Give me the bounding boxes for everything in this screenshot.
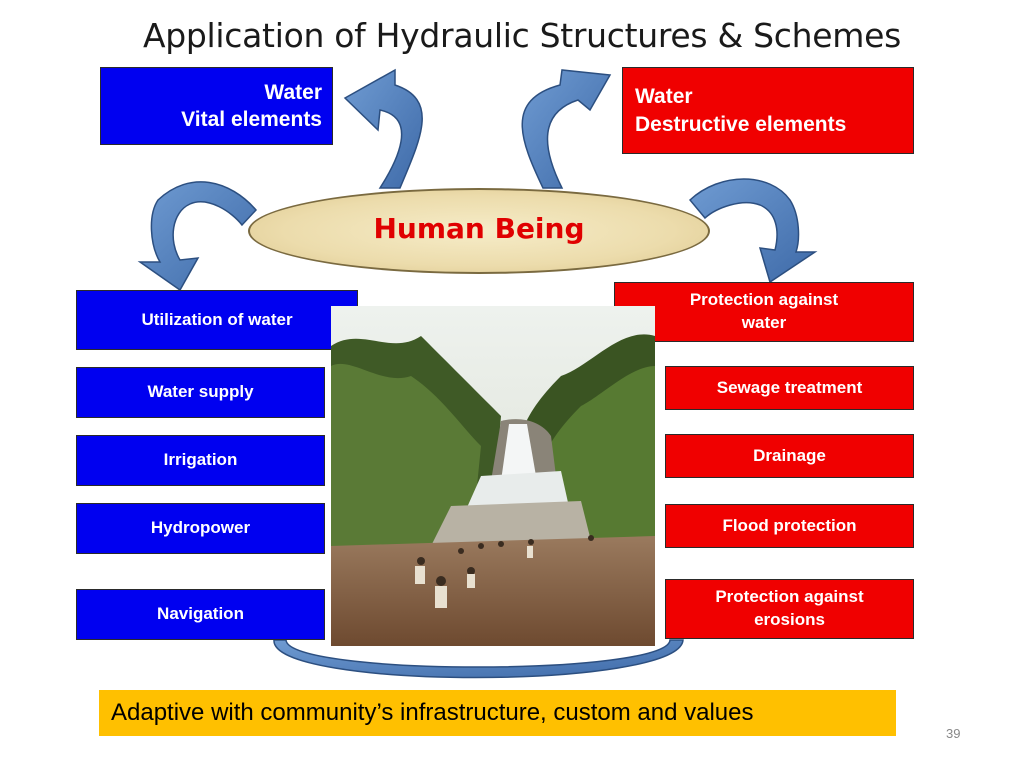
page-number: 39 xyxy=(946,726,961,741)
arrow-to-vital xyxy=(343,68,423,189)
vital-elements-box: Water Vital elements xyxy=(100,67,333,145)
arrow-to-protection xyxy=(688,178,818,284)
utilization-header-box: Utilization of water xyxy=(76,290,358,350)
right-item-sewage: Sewage treatment xyxy=(665,366,914,410)
left-item-hydropower: Hydropower xyxy=(76,503,325,554)
protection-header-box: Protection against water xyxy=(614,282,914,342)
human-being-label: Human Being xyxy=(373,211,585,245)
arrow-to-destructive xyxy=(521,69,612,189)
footer-banner: Adaptive with community’s infrastructure… xyxy=(99,690,896,736)
bottom-connector-arrow xyxy=(273,639,684,679)
right-item-drainage: Drainage xyxy=(665,434,914,478)
human-being-ellipse: Human Being xyxy=(248,188,710,274)
right-item-flood: Flood protection xyxy=(665,504,914,548)
left-item-irrigation: Irrigation xyxy=(76,435,325,486)
slide-title: Application of Hydraulic Structures & Sc… xyxy=(142,16,901,55)
arrow-to-utilization xyxy=(137,181,258,292)
waterfall-photo xyxy=(331,306,655,646)
left-item-water-supply: Water supply xyxy=(76,367,325,418)
right-item-erosion: Protection against erosions xyxy=(665,579,914,639)
destructive-elements-box: Water Destructive elements xyxy=(622,67,914,154)
left-item-navigation: Navigation xyxy=(76,589,325,640)
